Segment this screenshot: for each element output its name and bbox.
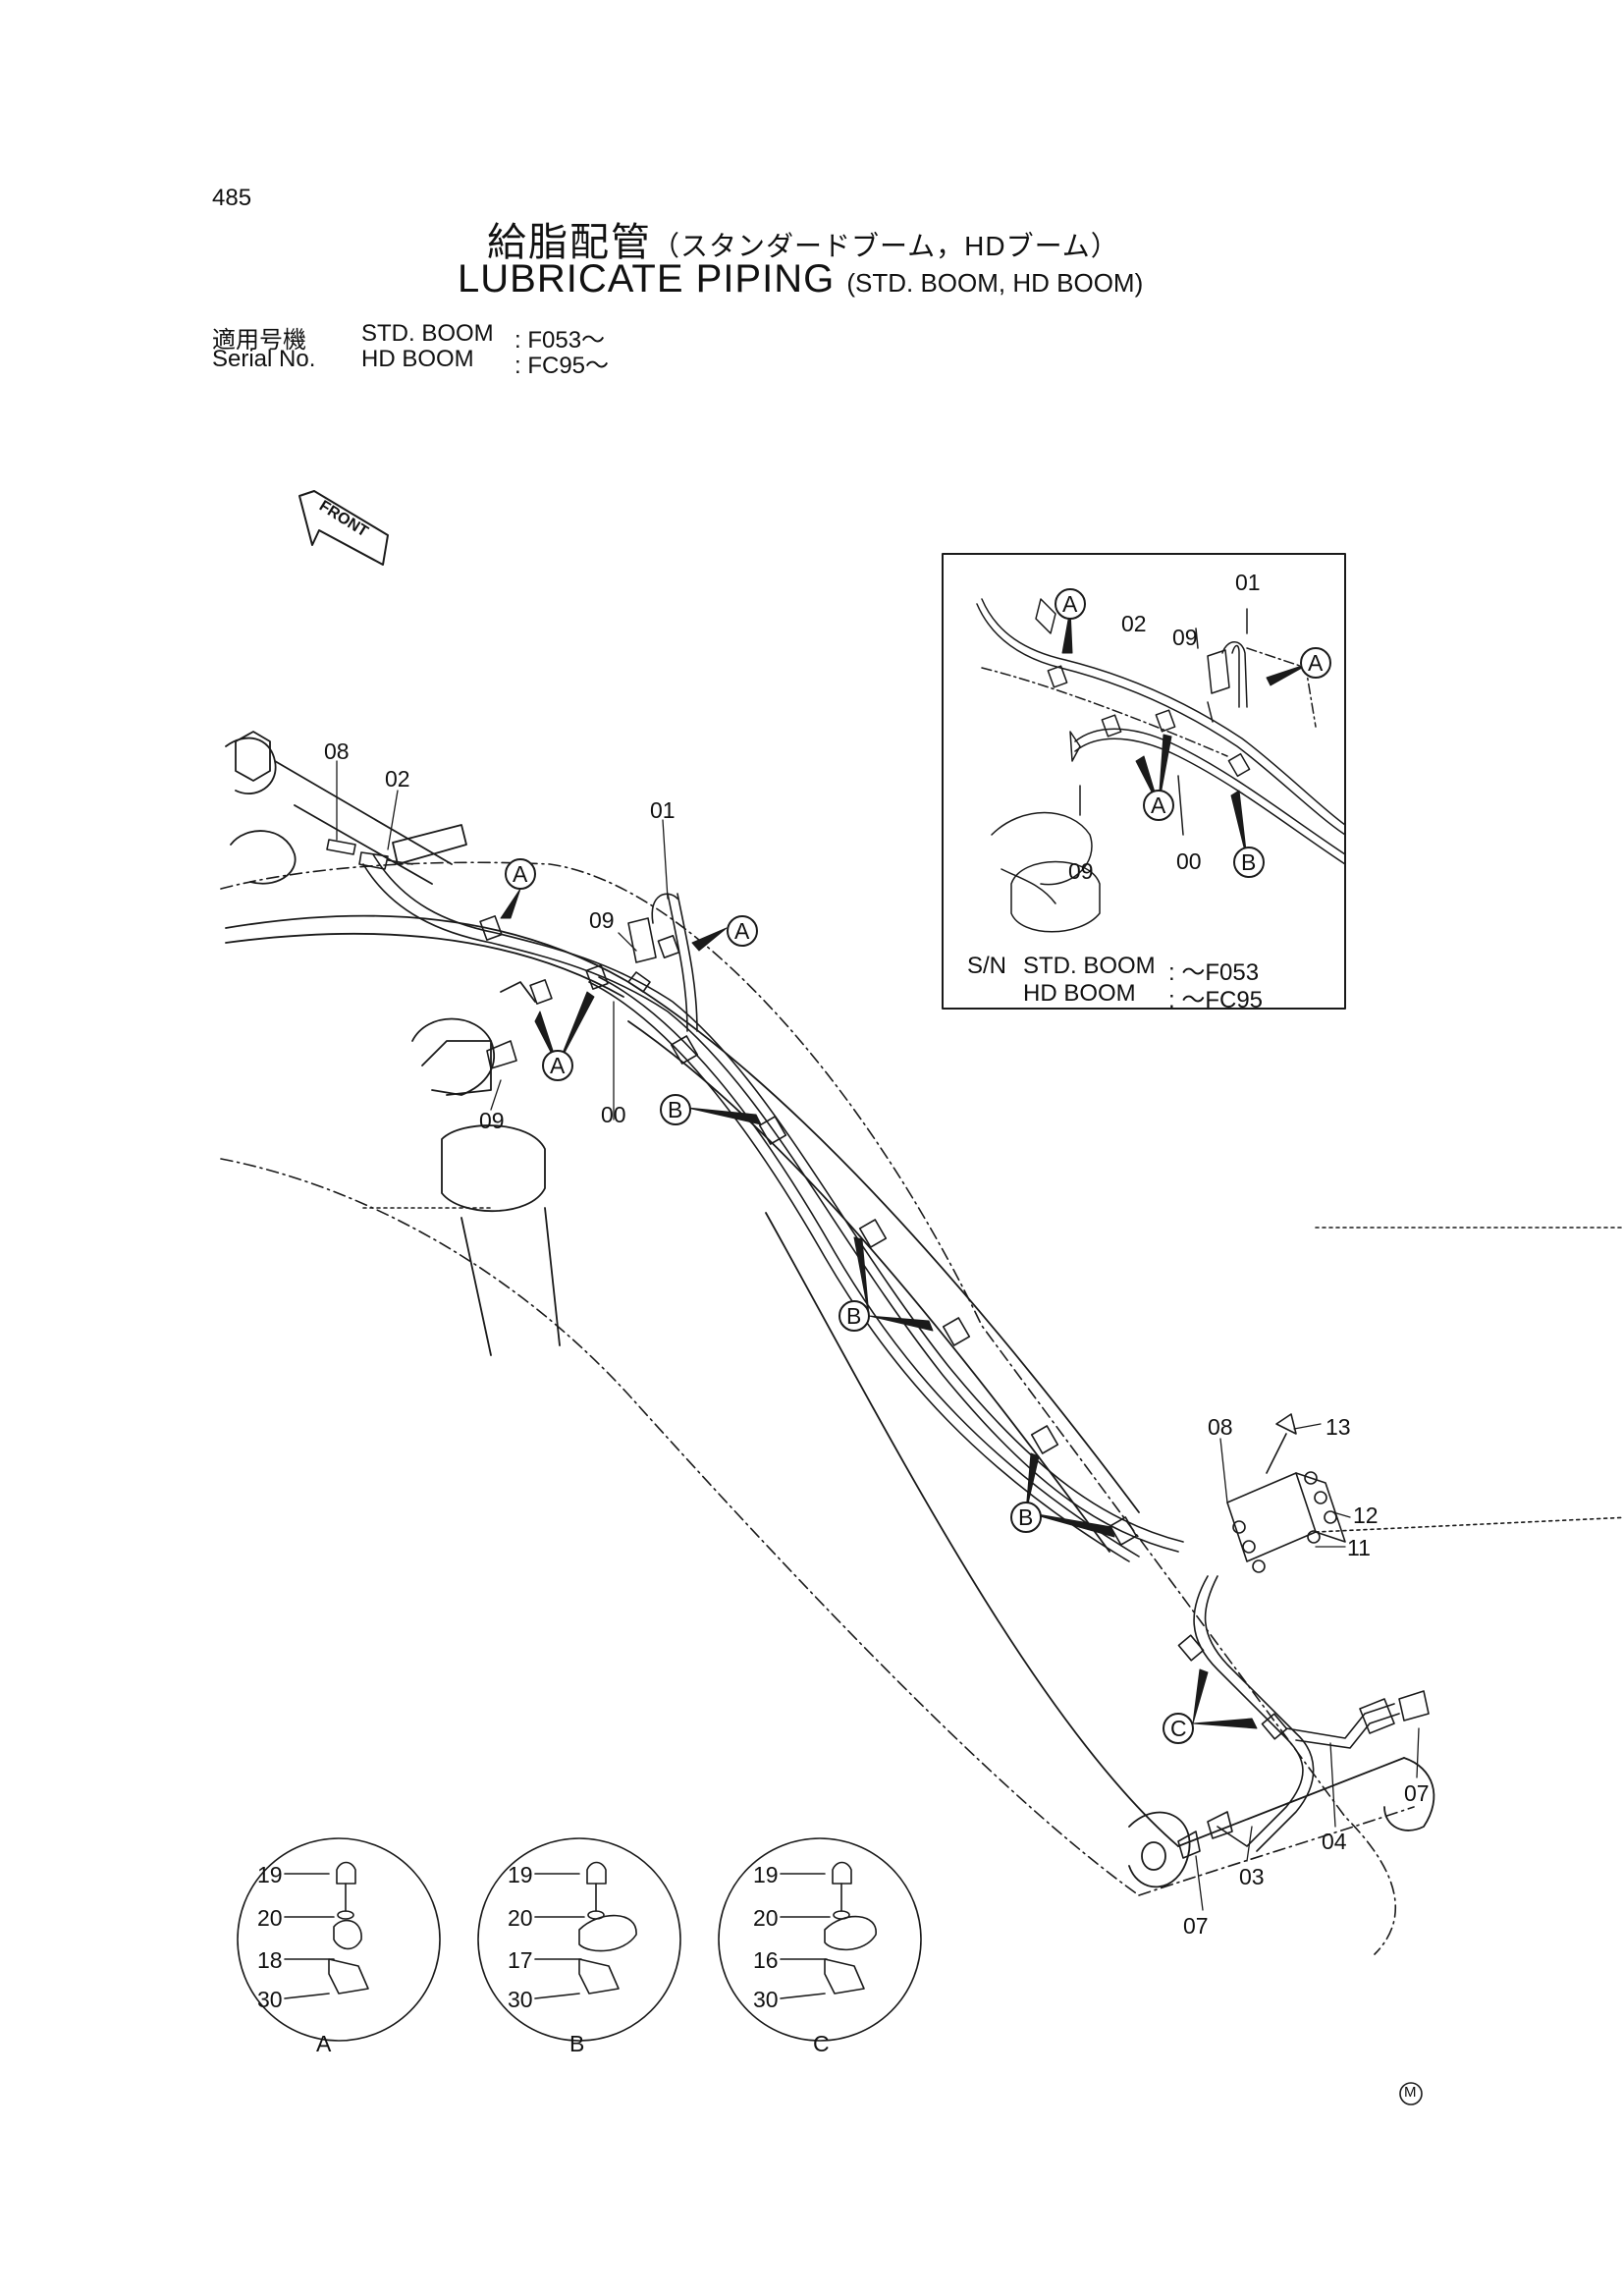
serial-std-name: STD. BOOM — [361, 320, 494, 347]
inset-std-name: STD. BOOM — [1023, 953, 1156, 979]
corner-mark-label: M — [1404, 2084, 1417, 2101]
part-label-07-right: 07 — [1404, 1780, 1430, 1806]
title-jp-sub: （スタンダードブーム，HDブーム） — [652, 231, 1119, 261]
detail-c-label-19: 19 — [753, 1862, 779, 1887]
inset-std-value: : ～F053 — [1168, 959, 1260, 986]
detail-b-caption: B — [569, 2031, 585, 2056]
detail-circle-a — [237, 1837, 441, 2042]
inset-hd-value: : ～FC95 — [1168, 987, 1264, 1013]
detail-b-label-17: 17 — [508, 1947, 533, 1973]
detail-c-caption: C — [813, 2031, 830, 2056]
title-en-main: LUBRICATE PIPING — [458, 257, 836, 301]
part-label-12: 12 — [1353, 1503, 1379, 1528]
serial-hd-value: : FC95～ — [514, 353, 610, 379]
boom-cylinder — [411, 981, 561, 1356]
boom-foot-pin — [225, 731, 467, 885]
detail-a-label-19: 19 — [257, 1862, 283, 1887]
callout-circles — [505, 858, 1194, 1744]
inset-part-label-02: 02 — [1121, 611, 1147, 636]
detail-a-label-30: 30 — [257, 1987, 283, 2012]
part-label-08-lower: 08 — [1208, 1414, 1233, 1440]
inset-frame — [942, 553, 1346, 1010]
boom-outline — [220, 861, 1623, 1955]
part-label-13: 13 — [1325, 1414, 1351, 1440]
detail-circle-b — [477, 1837, 681, 2042]
corner-mark-icon — [1399, 2082, 1423, 2105]
serial-hd-name: HD BOOM — [361, 346, 474, 372]
inset-drawing — [976, 598, 1346, 933]
serial-std-value: : F053～ — [514, 327, 606, 354]
fittings-upper — [326, 839, 657, 1069]
leader-lines — [336, 760, 1420, 1911]
serial-label-en: Serial No. — [212, 346, 316, 372]
page-number: 485 — [212, 185, 252, 211]
clamps-b — [670, 1035, 1138, 1546]
inset-part-label-09-b: 09 — [1068, 858, 1094, 884]
inset-part-label-00: 00 — [1176, 848, 1202, 874]
callout-a-3: A — [550, 1053, 566, 1078]
lube-pipes-lower — [1177, 1575, 1430, 1859]
boom-body — [225, 914, 1435, 1888]
detail-c-label-20: 20 — [753, 1905, 779, 1931]
detail-a-label-20: 20 — [257, 1905, 283, 1931]
part-label-07-left: 07 — [1183, 1913, 1209, 1939]
inset-callout-b-1: B — [1241, 849, 1257, 875]
page-title-jp: 給脂配管（スタンダードブーム，HDブーム） — [487, 210, 1119, 267]
part-label-09-b: 09 — [479, 1108, 505, 1133]
part-label-03: 03 — [1239, 1864, 1265, 1889]
detail-a-label-18: 18 — [257, 1947, 283, 1973]
part-label-11: 11 — [1347, 1535, 1371, 1560]
callout-b-1: B — [668, 1097, 683, 1122]
callout-b-3: B — [1018, 1504, 1034, 1530]
inset-callout-a-2: A — [1308, 650, 1324, 676]
detail-c-label-16: 16 — [753, 1947, 779, 1973]
detail-c-label-30: 30 — [753, 1987, 779, 2012]
detail-circle-c — [718, 1837, 922, 2042]
detail-b-label-30: 30 — [508, 1987, 533, 2012]
detail-b-label-19: 19 — [508, 1862, 533, 1887]
front-arrow-icon — [298, 490, 389, 566]
inset-part-label-01: 01 — [1235, 570, 1261, 595]
part-label-04: 04 — [1322, 1829, 1347, 1854]
callout-c-1: C — [1170, 1716, 1187, 1741]
callout-a-1: A — [513, 861, 528, 887]
inset-hd-name: HD BOOM — [1023, 980, 1136, 1007]
part-label-01: 01 — [650, 797, 676, 823]
inset-callout-a-1: A — [1062, 591, 1078, 617]
part-label-00: 00 — [601, 1102, 626, 1127]
clamps-a — [479, 915, 680, 1005]
part-label-08-upper: 08 — [324, 738, 350, 764]
page-title-en: LUBRICATE PIPING (STD. BOOM, HD BOOM) — [458, 257, 1143, 301]
part-label-02: 02 — [385, 766, 410, 792]
title-en-sub: (STD. BOOM, HD BOOM) — [846, 268, 1144, 298]
detail-b-label-20: 20 — [508, 1905, 533, 1931]
callout-a-2: A — [734, 918, 750, 944]
title-jp-main: 給脂配管 — [487, 221, 652, 264]
inset-part-label-09-a: 09 — [1172, 625, 1198, 650]
inset-sn-label: S/N — [967, 953, 1007, 979]
part-label-09-a: 09 — [589, 907, 615, 933]
serial-label-jp: 適用号機 — [212, 327, 306, 354]
inset-callout-circles — [1055, 588, 1331, 878]
inset-callout-a-3: A — [1151, 793, 1166, 818]
detail-a-caption: A — [316, 2031, 332, 2056]
callout-b-2: B — [846, 1303, 862, 1329]
